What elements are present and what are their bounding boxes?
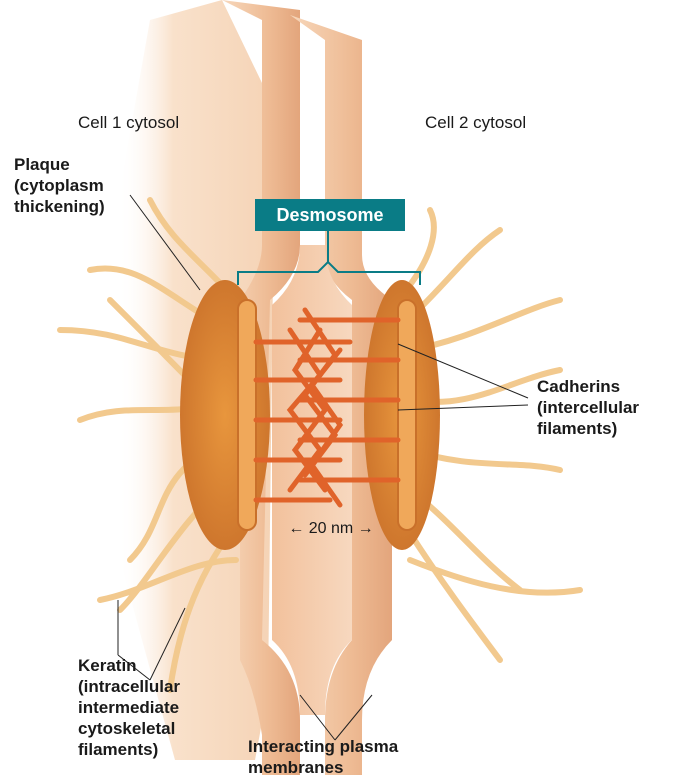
cadherins-label: Cadherins (intercellular filaments) — [537, 376, 639, 439]
cell1-cytosol-label: Cell 1 cytosol — [78, 112, 179, 133]
membranes-label: Interacting plasma membranes — [248, 736, 398, 778]
plaque-right-rim — [398, 300, 416, 530]
cell2-cytosol-label: Cell 2 cytosol — [425, 112, 526, 133]
plaque-left-rim — [238, 300, 256, 530]
keratin-label: Keratin (intracellular intermediate cyto… — [78, 655, 180, 760]
distance-label: ← 20 nm → — [280, 520, 382, 538]
desmosome-label: Desmosome — [255, 199, 405, 231]
plaque-label: Plaque (cytoplasm thickening) — [14, 154, 105, 217]
